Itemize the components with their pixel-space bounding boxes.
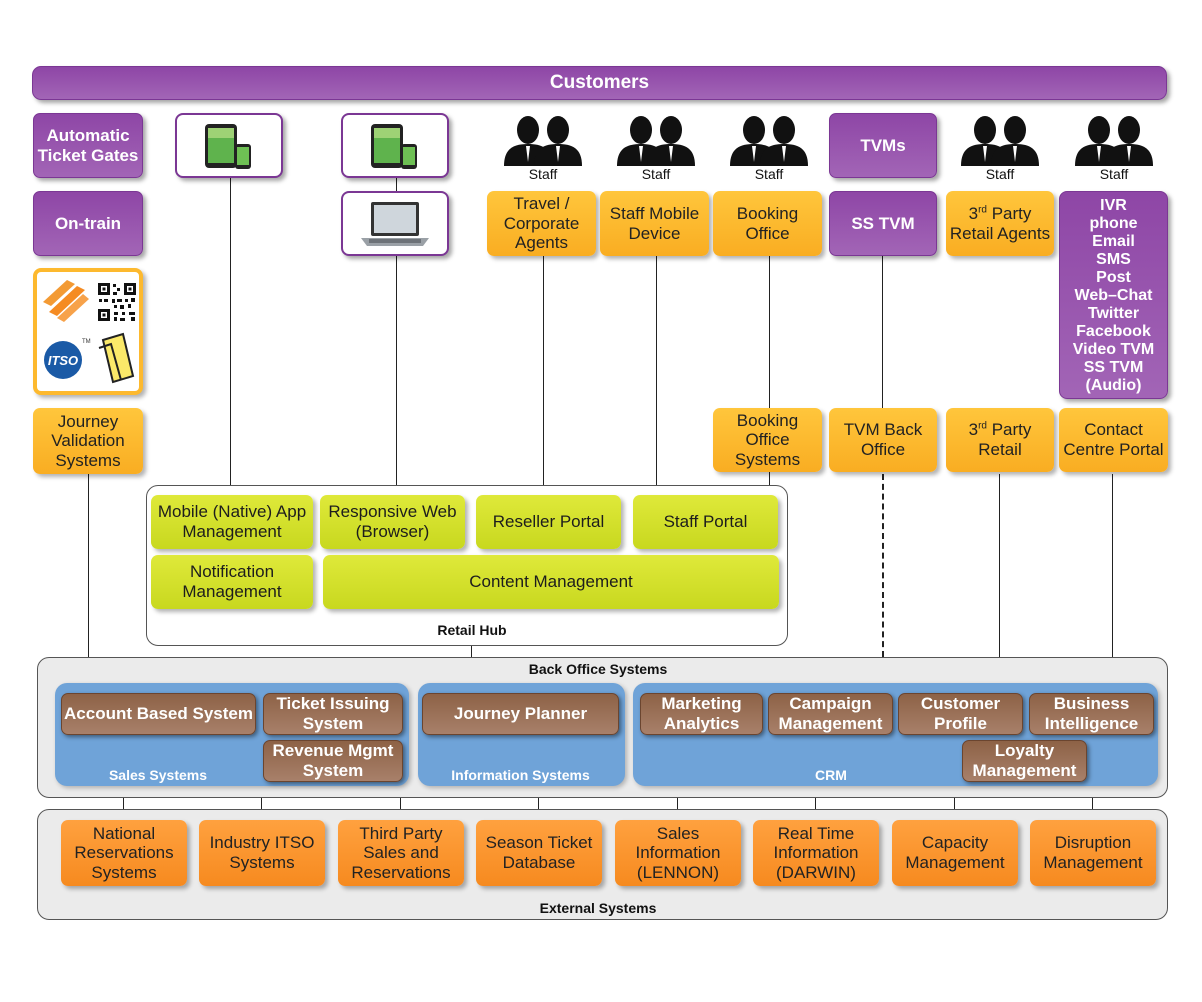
- qr-code-icon: [97, 282, 137, 322]
- contact-channel-ivr: IVR: [1100, 197, 1127, 214]
- staff-label: Staff: [985, 166, 1015, 182]
- external-systems-label: External Systems: [539, 900, 657, 916]
- contact-channel-ss-tvm: SS TVM: [1083, 359, 1144, 376]
- information-systems-label: Information Systems: [451, 767, 590, 783]
- staff-portal: Staff Portal: [633, 495, 778, 549]
- connector: [543, 256, 544, 496]
- staff-silhouette-icon: [1075, 116, 1153, 166]
- connector: [882, 256, 883, 408]
- contact-channel-audio: (Audio): [1085, 377, 1142, 394]
- connector: [1112, 474, 1113, 657]
- content-management: Content Management: [323, 555, 779, 609]
- staff-label: Staff: [1099, 166, 1129, 182]
- journey-validation-systems: Journey Validation Systems: [33, 408, 143, 474]
- svg-text:ITSO: ITSO: [48, 353, 78, 368]
- mobile-device-web: [341, 113, 449, 178]
- connector: [396, 256, 397, 496]
- crm-label: CRM: [815, 767, 847, 783]
- tvms: TVMs: [829, 113, 937, 178]
- loyalty-management: Loyalty Management: [962, 740, 1087, 782]
- connector: [396, 178, 397, 192]
- automatic-ticket-gates: Automatic Ticket Gates: [33, 113, 143, 178]
- connector-dashed: [882, 474, 884, 657]
- retail-hub-label: Retail Hub: [437, 622, 507, 638]
- ticket-issuing-system: Ticket Issuing System: [263, 693, 403, 735]
- marketing-analytics: Marketing Analytics: [640, 693, 763, 735]
- on-train: On-train: [33, 191, 143, 256]
- third-party-retail: 3rd Party Retail: [946, 408, 1054, 472]
- staff-silhouette-icon: [617, 116, 695, 166]
- customers-banner: Customers: [32, 66, 1167, 100]
- staff-silhouette-icon: [730, 116, 808, 166]
- travel-corporate-agents: Travel / Corporate Agents: [487, 191, 596, 256]
- customer-profile: Customer Profile: [898, 693, 1023, 735]
- contact-channel-post: Post: [1096, 269, 1131, 286]
- connector: [230, 178, 231, 496]
- external-system-item: Real Time Information (DARWIN): [753, 820, 879, 886]
- laptop-device: [341, 191, 449, 256]
- connector: [999, 474, 1000, 657]
- external-system-item: Capacity Management: [892, 820, 1018, 886]
- contact-channel-webchat: Web–Chat: [1074, 287, 1153, 304]
- account-based-system: Account Based System: [61, 693, 256, 735]
- staff-group-5: Staff: [1067, 114, 1161, 182]
- contact-channel-video-tvm: Video TVM: [1072, 341, 1155, 358]
- notification-management: Notification Management: [151, 555, 313, 609]
- staff-group-2: Staff: [609, 114, 703, 182]
- smartcard-stripes-icon: [43, 280, 89, 322]
- campaign-management: Campaign Management: [768, 693, 893, 735]
- revenue-mgmt-system: Revenue Mgmt System: [263, 740, 403, 782]
- svg-text:TM: TM: [82, 339, 91, 345]
- staff-group-1: Staff: [496, 114, 590, 182]
- tvm-back-office: TVM Back Office: [829, 408, 937, 472]
- staff-label: Staff: [754, 166, 784, 182]
- external-system-item: Sales Information (LENNON): [615, 820, 741, 886]
- customers-label: Customers: [549, 72, 650, 94]
- contact-channel-twitter: Twitter: [1087, 305, 1140, 322]
- connector: [88, 474, 89, 657]
- staff-mobile-device: Staff Mobile Device: [600, 191, 709, 256]
- staff-silhouette-icon: [504, 116, 582, 166]
- staff-silhouette-icon: [961, 116, 1039, 166]
- external-system-item: Disruption Management: [1030, 820, 1156, 886]
- contact-channel-sms: SMS: [1096, 251, 1131, 268]
- contact-centre-portal: Contact Centre Portal: [1059, 408, 1168, 472]
- contact-channel-facebook: Facebook: [1076, 323, 1151, 340]
- staff-label: Staff: [528, 166, 558, 182]
- staff-group-3: Staff: [722, 114, 816, 182]
- external-system-item: Industry ITSO Systems: [199, 820, 325, 886]
- connector: [656, 256, 657, 496]
- external-system-item: Third Party Sales and Reservations: [338, 820, 464, 886]
- contact-channel-phone: phone: [1089, 215, 1138, 232]
- journey-planner: Journey Planner: [422, 693, 619, 735]
- itso-logo-icon: ITSO TM: [44, 339, 91, 379]
- contact-channels: IVR phone Email SMS Post Web–Chat Twitte…: [1059, 191, 1168, 399]
- smart-media-icons: ITSO TM: [43, 280, 137, 384]
- connector: [769, 472, 770, 496]
- booking-office-systems: Booking Office Systems: [713, 408, 822, 472]
- third-party-retail-agents: 3rd Party Retail Agents: [946, 191, 1054, 256]
- external-system-item: National Reservations Systems: [61, 820, 187, 886]
- business-intelligence: Business Intelligence: [1029, 693, 1154, 735]
- tablet-phone-icon: [205, 123, 251, 169]
- laptop-icon: [361, 201, 429, 246]
- reseller-portal: Reseller Portal: [476, 495, 621, 549]
- back-office-label: Back Office Systems: [528, 661, 668, 677]
- connector: [471, 645, 472, 657]
- tablet-phone-icon: [371, 123, 417, 169]
- contactless-card-icon: [98, 332, 135, 384]
- sales-systems-label: Sales Systems: [108, 767, 208, 783]
- smart-media-panel: ITSO TM: [33, 268, 143, 395]
- mobile-native-app-management: Mobile (Native) App Management: [151, 495, 313, 549]
- ss-tvm: SS TVM: [829, 191, 937, 256]
- staff-group-4: Staff: [953, 114, 1047, 182]
- mobile-device-app: [175, 113, 283, 178]
- staff-label: Staff: [641, 166, 671, 182]
- external-system-item: Season Ticket Database: [476, 820, 602, 886]
- contact-channel-email: Email: [1092, 233, 1135, 250]
- connector: [769, 256, 770, 408]
- booking-office: Booking Office: [713, 191, 822, 256]
- responsive-web-browser: Responsive Web (Browser): [320, 495, 465, 549]
